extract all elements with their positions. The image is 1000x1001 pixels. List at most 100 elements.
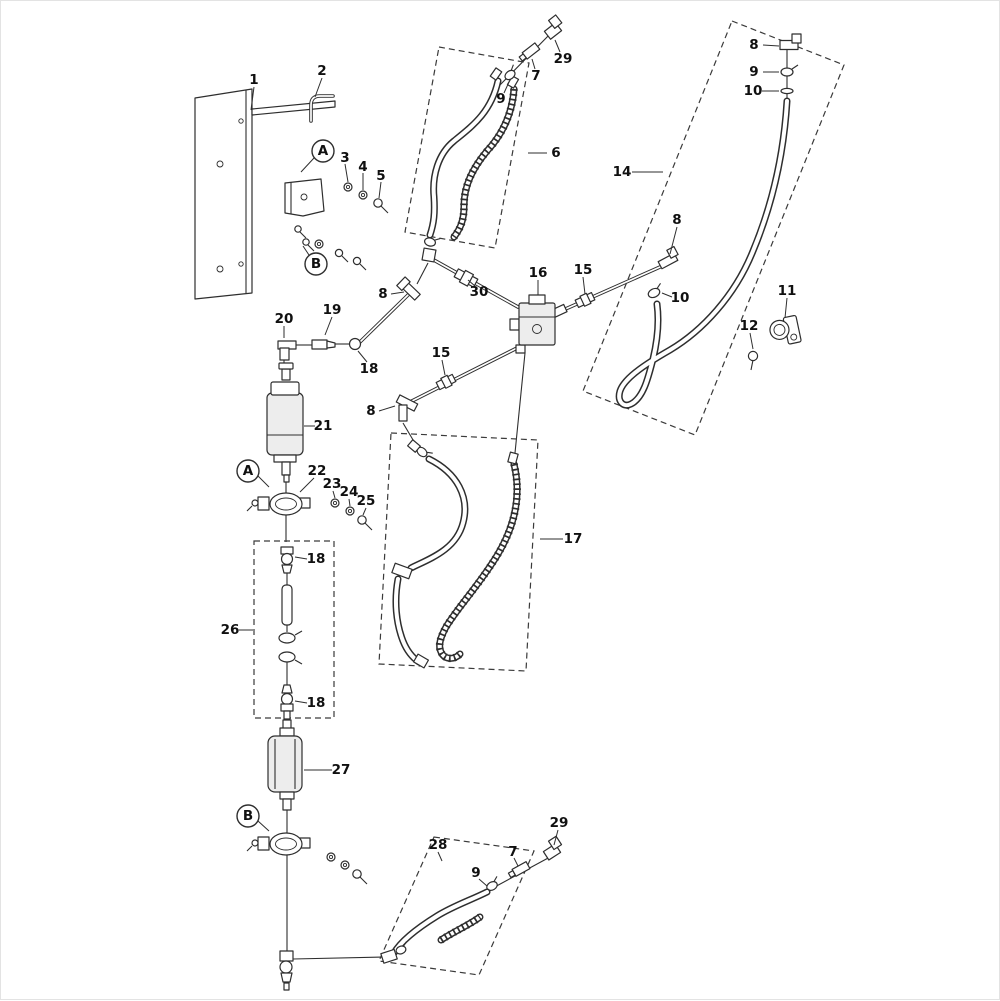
- part-label-9: 9: [749, 64, 758, 80]
- part-label-18: 18: [360, 361, 379, 377]
- leader-line: [437, 851, 443, 862]
- part-number-text: 16: [529, 265, 548, 281]
- part-number-text: 8: [366, 403, 375, 419]
- part-number-text: 25: [357, 493, 376, 509]
- part-number-text: 3: [340, 150, 349, 166]
- part-number-text: 11: [778, 283, 797, 299]
- part-label-30: 30: [470, 284, 489, 300]
- part-number-text: 2: [317, 63, 326, 79]
- part-number-text: 23: [323, 476, 342, 492]
- part-number-text: 24: [340, 484, 359, 500]
- leader-line: [531, 58, 536, 70]
- part-number-text: 26: [221, 622, 240, 638]
- part-label-8: 8: [749, 37, 758, 53]
- elbow-fitting-8-topright: [779, 33, 802, 51]
- part-label-8: 8: [366, 403, 375, 419]
- part-label-25: 25: [357, 493, 376, 509]
- fuel-pipes: [358, 31, 788, 890]
- coupler-30: [453, 268, 479, 288]
- part-number-text: 6: [551, 145, 560, 161]
- dashed-region-17: [378, 432, 539, 672]
- part-label-11: 11: [778, 283, 797, 299]
- part-label-15: 15: [432, 345, 451, 361]
- leader-line: [749, 332, 754, 350]
- part-number-text: 9: [496, 91, 505, 107]
- fitting-15-left: [435, 373, 457, 391]
- leader-line: [314, 77, 323, 98]
- leader-line: [257, 475, 270, 488]
- hose-assembly-17: [391, 439, 518, 669]
- callout-b: B: [236, 804, 260, 828]
- leader-line: [348, 498, 351, 507]
- leader-line: [250, 86, 255, 111]
- part-number-text: 8: [749, 37, 758, 53]
- dashed-region-6: [404, 46, 530, 249]
- clamp-bracket-11: [769, 314, 802, 345]
- part-number-text: 18: [307, 551, 326, 567]
- check-valve-assembly-26: [278, 546, 303, 728]
- part-number-text: 18: [307, 695, 326, 711]
- part-number-text: 8: [378, 286, 387, 302]
- part-number-text: 4: [358, 159, 367, 175]
- part-label-5: 5: [376, 168, 385, 184]
- leader-line: [467, 279, 476, 287]
- part-label-8: 8: [672, 212, 681, 228]
- part-number-text: 9: [749, 64, 758, 80]
- leader-line: [661, 292, 673, 298]
- mounting-bracket: [194, 88, 336, 300]
- part-label-29: 29: [554, 51, 573, 67]
- part-label-18: 18: [307, 551, 326, 567]
- leader-line: [762, 44, 780, 47]
- leader-line: [302, 245, 310, 256]
- callout-a: A: [236, 459, 260, 483]
- part-number-text: 8: [672, 212, 681, 228]
- part-label-23: 23: [323, 476, 342, 492]
- bottom-outlet-fitting: [279, 950, 385, 991]
- callout-a: A: [311, 139, 335, 163]
- leader-line: [362, 507, 367, 516]
- part-number-text: 21: [314, 418, 333, 434]
- clamp-10-mid: [647, 283, 661, 299]
- part-label-2: 2: [317, 63, 326, 79]
- elbow-fitting-8-mid: [657, 245, 679, 270]
- leader-line: [344, 163, 349, 183]
- leader-line: [478, 878, 488, 887]
- clamp-9-top: [504, 64, 516, 81]
- fuel-pump-21: [266, 362, 304, 493]
- part-number-text: 27: [332, 762, 351, 778]
- fitting-7-top: [518, 42, 541, 62]
- hose-assembly-14: [619, 33, 802, 405]
- elbow-fitting-29-top: [543, 14, 563, 40]
- bracket-screws: [294, 225, 315, 252]
- part-label-9: 9: [496, 91, 505, 107]
- leader-line: [503, 81, 510, 94]
- part-label-4: 4: [358, 159, 367, 175]
- part-label-14: 14: [613, 164, 632, 180]
- part-label-15: 15: [574, 262, 593, 278]
- part-number-text: 29: [550, 815, 569, 831]
- elbow-fitting-8-lower: [395, 394, 419, 422]
- part-label-22: 22: [308, 463, 327, 479]
- valve-block-16: [509, 294, 568, 354]
- part-number-text: B: [311, 256, 321, 272]
- leader-line: [332, 490, 336, 499]
- part-label-28: 28: [429, 837, 448, 853]
- part-label-19: 19: [323, 302, 342, 318]
- dashed-region-26: [253, 540, 335, 719]
- part-number-text: 9: [471, 865, 480, 881]
- callout-circle: [236, 804, 260, 828]
- part-number-text: 7: [508, 844, 517, 860]
- part-number-text: 15: [574, 262, 593, 278]
- part-label-10: 10: [671, 290, 690, 306]
- leader-line: [582, 276, 586, 295]
- elbow-fitting-29-bottom: [542, 835, 563, 861]
- hose-assembly-28: [380, 835, 563, 964]
- dashed-region-14: [582, 20, 845, 436]
- part-number-text: 19: [323, 302, 342, 318]
- washer-screw-set-345: [343, 182, 389, 214]
- leader-line: [300, 157, 315, 173]
- leader-line: [294, 556, 308, 560]
- part-label-20: 20: [275, 311, 294, 327]
- part-number-text: 29: [554, 51, 573, 67]
